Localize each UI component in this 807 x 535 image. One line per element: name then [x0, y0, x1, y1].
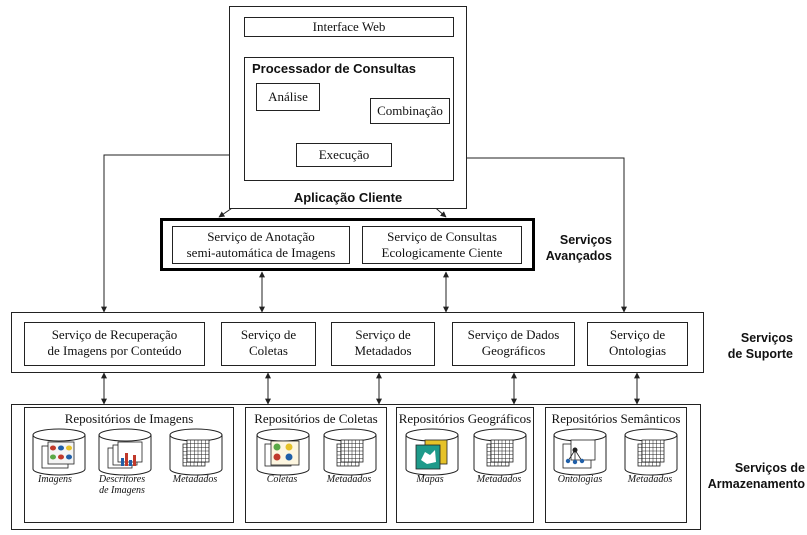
annotation-service-box: [172, 226, 350, 264]
database-cylinder: [169, 428, 223, 476]
support-service-collections: [221, 322, 316, 366]
interface-web-label: Interface Web: [312, 19, 386, 34]
ecological-query-service-box: [362, 226, 522, 264]
support-services-label: Serviços de Suporte: [727, 331, 793, 361]
support-service-image-retrieval: [24, 322, 205, 366]
annotation-service-label: Serviço de Anotação semi-automática de I…: [186, 229, 336, 260]
client-application-title: Aplicação Cliente: [293, 190, 403, 205]
caption-imagens: Imagens: [38, 474, 72, 485]
collection-photos-icon: [264, 440, 300, 467]
metadata-grid-icon: [637, 439, 665, 467]
analise-label: Análise: [268, 89, 308, 104]
caption-descritores: Descritores de Imagens: [98, 474, 146, 496]
support-service-metadata-label: Serviço de Metadados: [354, 327, 412, 358]
advanced-services-label: Serviços Avançados: [545, 233, 612, 263]
repo-semantic-title: Repositórios Semânticos: [551, 411, 681, 426]
database-cylinder: [473, 428, 527, 476]
support-service-image-retrieval-label: Serviço de Recuperação de Imagens por Co…: [47, 327, 182, 358]
support-service-collections-label: Serviço de Coletas: [240, 327, 297, 358]
combinacao-label: Combinação: [377, 103, 443, 118]
descriptor-chart-icon: [107, 441, 143, 469]
ecological-query-service-label: Serviço de Consultas Ecologicamente Cien…: [381, 229, 503, 260]
repo-geographic-title: Repositórios Geográficos: [398, 411, 532, 426]
caption-ontologias: Ontologias: [557, 474, 603, 485]
database-cylinder: [98, 428, 152, 476]
database-cylinder: [624, 428, 678, 476]
execucao-box: [296, 143, 392, 167]
database-cylinder: [553, 428, 607, 476]
metadata-grid-icon: [182, 439, 210, 467]
caption-metadados-semanticos: Metadados: [627, 474, 673, 485]
butterfly-image-icon: [41, 441, 75, 469]
metadata-grid-icon: [336, 439, 364, 467]
caption-mapas: Mapas: [416, 474, 444, 485]
interface-web-box: [244, 17, 454, 37]
caption-metadados-imagens: Metadados: [172, 474, 218, 485]
database-cylinder: [405, 428, 459, 476]
database-cylinder: [323, 428, 377, 476]
caption-metadados-coletas: Metadados: [326, 474, 372, 485]
support-service-ontologies-label: Serviço de Ontologias: [608, 327, 667, 358]
repo-images-title: Repositórios de Imagens: [64, 411, 194, 426]
metadata-grid-icon: [486, 439, 514, 467]
support-service-geographic: [452, 322, 575, 366]
analise-box: [256, 83, 320, 111]
support-service-geographic-label: Serviço de Dados Geográficos: [467, 327, 560, 358]
ontology-tree-icon: [562, 439, 596, 469]
support-service-ontologies: [587, 322, 688, 366]
execucao-label: Execução: [318, 147, 370, 162]
combinacao-box: [370, 98, 450, 124]
support-service-metadata: [331, 322, 435, 366]
repo-collections-title: Repositórios de Coletas: [254, 411, 378, 426]
map-icon: [415, 439, 448, 470]
storage-services-label: Serviços de Armazenamento: [707, 461, 805, 491]
database-cylinder: [256, 428, 310, 476]
caption-coletas: Coletas: [266, 474, 298, 485]
caption-metadados-geograficos: Metadados: [476, 474, 522, 485]
database-cylinder: [32, 428, 86, 476]
query-processor-title: Processador de Consultas: [252, 61, 416, 76]
